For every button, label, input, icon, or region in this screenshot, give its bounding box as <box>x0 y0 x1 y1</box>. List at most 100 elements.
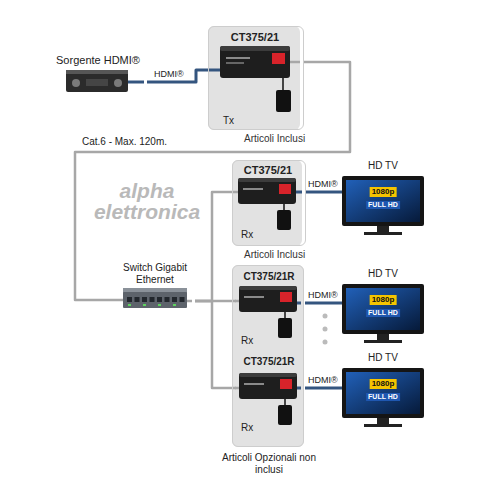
device-print <box>243 188 263 190</box>
switch-port <box>135 297 140 302</box>
device-print <box>226 57 250 59</box>
unit-role: Tx <box>223 115 234 127</box>
switch-port <box>142 297 147 302</box>
receiver-knob <box>114 79 122 87</box>
cable-stub <box>296 191 302 194</box>
panel-note: Articoli Opzionali non inclusi <box>219 452 319 476</box>
more-dot <box>323 327 328 332</box>
tv-stand <box>377 334 389 340</box>
model-code: CT375/21R <box>236 356 302 368</box>
cable-stub <box>297 387 301 390</box>
device-logo <box>272 53 285 64</box>
cable-label: HDMI® <box>306 179 340 190</box>
full-hd-badge: FULL HD <box>366 309 400 317</box>
device-logo <box>280 379 292 389</box>
power-adapter <box>278 405 292 425</box>
cable-stub <box>297 302 301 305</box>
cable-stub <box>187 300 192 303</box>
model-code: CT375/21 <box>209 31 301 44</box>
panel-fill <box>208 26 300 130</box>
power-adapter <box>277 210 291 230</box>
switch-port <box>172 297 177 302</box>
hd-tv: HD TV1080pFULL HD <box>338 352 431 432</box>
device-print <box>226 62 244 64</box>
unit-role: Rx <box>241 335 253 347</box>
hdmi-cable <box>147 70 208 82</box>
receiver-unit: CT375/21RRx <box>236 269 305 351</box>
cable-label: HDMI® <box>306 290 340 301</box>
receiver-knob <box>72 79 80 87</box>
resolution-badge: 1080p <box>370 295 397 305</box>
switch-led <box>128 304 131 306</box>
unit-role: Rx <box>241 229 253 241</box>
power-cord <box>284 312 286 318</box>
device-print <box>244 383 264 385</box>
cable-stub <box>290 61 300 64</box>
tv-drawing <box>338 368 424 427</box>
optional-panel: Articoli Opzionali non inclusiCT375/21RR… <box>232 265 304 447</box>
more-dot <box>323 314 328 319</box>
cable-stub <box>338 191 342 194</box>
hdmi-cable <box>306 191 338 194</box>
device-name: Sorgente HDMI® <box>52 54 144 67</box>
device-body <box>239 373 297 399</box>
switch-body <box>123 292 187 308</box>
switch-ports <box>127 297 185 306</box>
device-top <box>239 286 297 290</box>
cable-stub <box>208 69 220 72</box>
receiver-unit: CT375/21R Rx <box>236 354 305 440</box>
resolution-badge: 1080p <box>370 379 397 389</box>
more-dot <box>323 340 328 345</box>
full-hd-badge: FULL HD <box>366 201 400 209</box>
tv-stand <box>377 418 389 424</box>
included-note: Articoli Inclusi <box>244 249 305 261</box>
resolution-badge: 1080p <box>370 187 397 197</box>
power-cord <box>284 399 286 405</box>
cable-stub <box>338 302 342 305</box>
cable-stub <box>118 299 123 302</box>
tv-drawing <box>338 284 424 343</box>
full-hd-badge: FULL HD <box>366 393 400 401</box>
network-cable <box>75 62 350 300</box>
hd-tv: HD TV1080pFULL HD <box>338 160 431 240</box>
tv-base <box>364 232 402 235</box>
panel-fill <box>232 160 302 246</box>
switch-port <box>157 297 162 302</box>
network-cable <box>195 301 236 388</box>
tv-screen <box>346 372 420 414</box>
switch-led <box>158 304 161 306</box>
device-body <box>238 178 296 204</box>
cable-spec: Cat.6 - Max. 120m. <box>80 136 169 148</box>
cable-stub <box>338 387 342 390</box>
receiver-display <box>86 79 108 86</box>
power-adapter <box>278 318 292 338</box>
tv-label: HD TV <box>338 268 428 280</box>
tv-base <box>364 340 402 343</box>
switch-led <box>143 304 146 306</box>
switch-led <box>173 304 176 306</box>
switch-port <box>165 297 170 302</box>
hdmi-cable <box>305 387 338 390</box>
device-body <box>239 286 297 312</box>
source-device: Sorgente HDMI® <box>52 54 147 96</box>
receiver-panel: CT375/21Rx <box>232 160 306 246</box>
tv-stand <box>377 226 389 232</box>
device-print <box>244 296 264 298</box>
device-top <box>238 178 296 182</box>
included-note: Articoli Inclusi <box>244 133 305 145</box>
device-top <box>239 373 297 377</box>
device-body <box>220 46 290 78</box>
tv-screen <box>346 288 420 330</box>
device-name: Switch Gigabit Ethernet <box>118 262 192 286</box>
receiver-body <box>66 70 128 92</box>
power-cord <box>282 78 284 90</box>
device-logo <box>279 184 291 194</box>
cable-label: HDMI® <box>306 375 340 386</box>
tv-frame <box>342 368 424 418</box>
receiver-top <box>66 70 128 74</box>
cable-stub <box>128 81 144 84</box>
ethernet-switch: Switch Gigabit Ethernet <box>118 262 195 312</box>
unit-role: Rx <box>241 422 253 434</box>
tv-base <box>364 424 402 427</box>
